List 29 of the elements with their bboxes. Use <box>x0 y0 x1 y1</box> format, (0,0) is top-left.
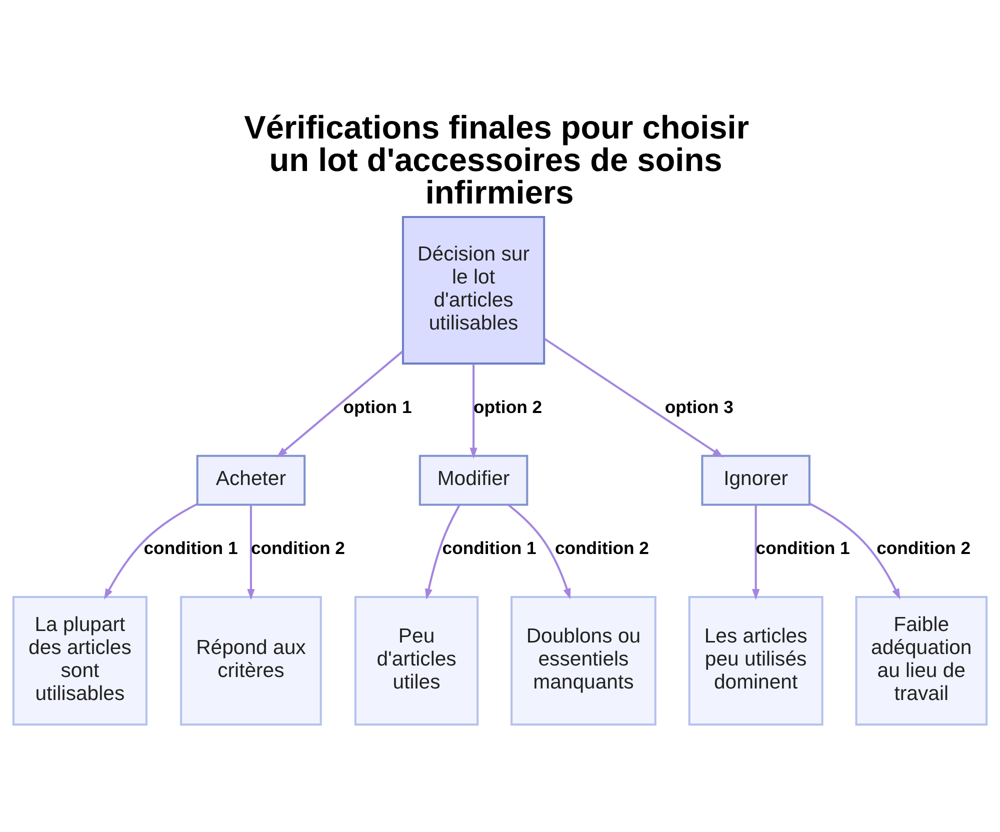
edge-label: condition 2 <box>876 538 971 558</box>
arrow <box>104 502 198 599</box>
edge-label: option 2 <box>474 396 542 416</box>
node-box: Doublons ou essentiels manquants <box>510 595 656 726</box>
edge-label: option 1 <box>343 396 412 416</box>
edge-label: option 3 <box>664 396 734 416</box>
node-box: Modifier <box>418 454 528 506</box>
arrow <box>752 504 760 600</box>
edge-label: condition 1 <box>144 538 238 558</box>
edge-label: condition 1 <box>756 538 850 558</box>
node-box: Ignorer <box>701 454 810 506</box>
edge-label: condition 1 <box>442 538 536 558</box>
node-box: La plupart des articles sont utilisables <box>12 595 148 726</box>
edge-label: condition 2 <box>250 538 345 558</box>
node-box: Peu d'articles utiles <box>354 595 479 726</box>
arrow <box>247 504 255 600</box>
arrow <box>544 337 724 458</box>
arrow <box>276 350 404 457</box>
node-box: Faible adéquation au lieu de travail <box>855 595 988 726</box>
diagram-title: Vérifications finales pour choisir un lot d'accessoires de soins infirmiers <box>244 109 750 210</box>
edge-label: condition 2 <box>554 538 649 558</box>
node-box: Répond aux critères <box>180 595 322 726</box>
node-box: Acheter <box>196 454 306 506</box>
arrow <box>508 504 571 599</box>
arrow <box>809 502 900 600</box>
node-box: Décision sur le lot d'articles utilisables <box>402 215 546 364</box>
arrow <box>470 364 478 458</box>
node-box: Les articles peu utilisés dominent <box>688 595 824 726</box>
arrow <box>424 504 460 600</box>
